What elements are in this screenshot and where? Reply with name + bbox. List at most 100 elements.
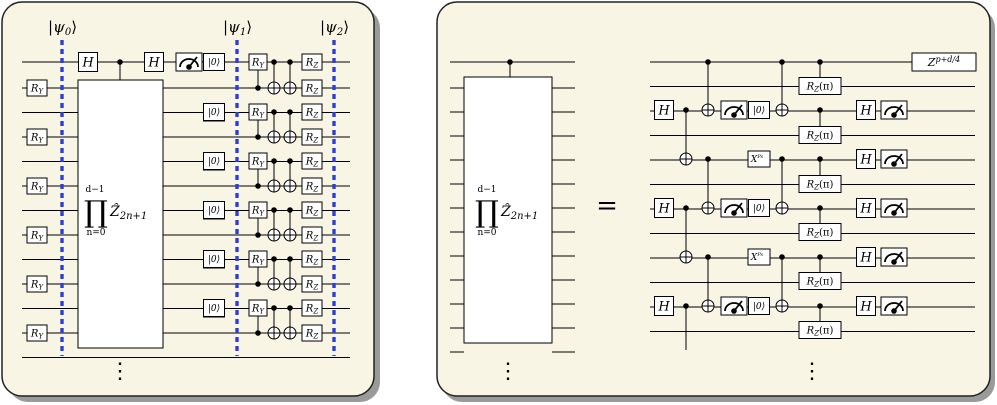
state-psi1-label: |ψ1⟩ <box>223 18 252 38</box>
z-power-label: Zp+d/4 <box>927 55 960 69</box>
rz-pi-gate <box>798 77 842 95</box>
control-dot <box>255 281 261 287</box>
ry-gate-label: RY <box>30 84 45 96</box>
state-psi2-label: |ψ2⟩ <box>320 18 349 38</box>
rz-gate-label: RZ <box>305 157 319 169</box>
h-gate <box>856 198 876 218</box>
left-product-block: d−1 ∏ n=0 Ẑ2n+1 <box>77 59 164 349</box>
prod-symbol: ∏ <box>84 195 108 230</box>
left-continuation-dots: ⋮ <box>109 359 131 384</box>
control-dot <box>731 308 737 314</box>
meter-arc <box>724 204 744 214</box>
ry-gate <box>26 275 48 293</box>
prod-bottom: n=0 <box>86 228 105 238</box>
ry-gate-label: RY <box>30 231 45 243</box>
meter-arc <box>724 302 744 312</box>
left-barriers <box>60 40 336 356</box>
control-dot <box>271 59 277 65</box>
h-gate-label: H <box>859 104 872 119</box>
xps-gate <box>747 248 771 266</box>
prod-symbol: ∏ <box>475 195 499 230</box>
control-dot <box>271 305 277 311</box>
rz-gate-label: RZ <box>305 182 319 194</box>
rz-gate-label: RZ <box>305 255 319 267</box>
h-gate <box>856 149 876 169</box>
reset-gate <box>748 101 770 119</box>
rz-gate <box>301 201 323 219</box>
right-product-block: d−1 ∏ n=0 Ẑ2n+1 <box>463 59 553 344</box>
reset-gate-label: |0⟩ <box>208 58 220 68</box>
xps-label: XPs <box>750 154 764 165</box>
meter-arc <box>884 106 904 116</box>
reset-gate <box>748 199 770 217</box>
reset-gate <box>748 297 770 315</box>
meter-arc <box>884 302 904 312</box>
rz-gate-label: RZ <box>305 304 319 316</box>
h-gate-label: H <box>81 56 94 71</box>
control-dot <box>817 107 823 113</box>
meter-arc <box>724 106 744 116</box>
rz-gate <box>301 324 323 342</box>
control-dot <box>255 232 261 238</box>
right-product-dots: ⋮ <box>497 359 519 384</box>
control-dot <box>186 64 192 70</box>
ry-gate <box>26 79 48 97</box>
ry-gate-label: RY <box>251 206 266 218</box>
control-dot <box>255 183 261 189</box>
rz-gate <box>301 53 323 71</box>
prod-subscript: 2n+1 <box>510 211 539 222</box>
prod-top: d−1 <box>85 185 104 195</box>
rz-pi-gate <box>798 126 842 144</box>
meter-arc <box>884 253 904 263</box>
rz-gate-label: RZ <box>305 280 319 292</box>
reset-gate-label: |0⟩ <box>208 304 220 314</box>
reset-gate <box>203 201 225 219</box>
h-gate <box>856 247 876 267</box>
left-circuit: d−1 ∏ n=0 Ẑ2n+1 HH|0⟩RYRYRYRYRYRY|0⟩|0⟩|… <box>22 18 350 384</box>
rz-gate-label: RZ <box>305 231 319 243</box>
reset-gate <box>203 299 225 317</box>
ry-gate-label: RY <box>30 329 45 341</box>
ry-gate-label: RY <box>251 304 266 316</box>
control-dot <box>255 134 261 140</box>
control-dot <box>255 330 261 336</box>
reset-gate-label: |0⟩ <box>753 204 765 214</box>
reset-gate <box>203 103 225 121</box>
prod-bottom: n=0 <box>477 228 496 238</box>
xps-label: XPs <box>750 252 764 263</box>
right-continuation-dots: ⋮ <box>801 359 823 384</box>
rz-gate-label: RZ <box>305 329 319 341</box>
control-dot <box>271 109 277 115</box>
control-dot <box>817 205 823 211</box>
reset-gate-label: |0⟩ <box>753 302 765 312</box>
rz-gate <box>301 299 323 317</box>
rz-gate <box>301 103 323 121</box>
state-psi0-label: |ψ0⟩ <box>48 18 77 38</box>
z-power-gate <box>911 52 977 72</box>
meter-arc <box>884 204 904 214</box>
ry-gate <box>26 128 48 146</box>
rz-gate-label: RZ <box>305 84 319 96</box>
rz-pi-gate <box>798 223 842 241</box>
h-gate-label: H <box>147 56 160 71</box>
reset-gate <box>203 53 225 71</box>
control-dot <box>817 156 823 162</box>
meter-arc <box>179 58 199 68</box>
h-gate <box>654 296 674 316</box>
h-gate-label: H <box>657 202 670 217</box>
ry-gate <box>26 226 48 244</box>
prod-operator: Ẑ2n+1 <box>500 202 538 222</box>
rz-gate <box>301 128 323 146</box>
rz-pi-gate-label: RZ(π) <box>806 326 834 338</box>
h-gate <box>856 296 876 316</box>
left-gates: HH|0⟩RYRYRYRYRYRY|0⟩|0⟩|0⟩|0⟩|0⟩RYRYRYRY… <box>26 52 323 342</box>
h-gate-label: H <box>657 300 670 315</box>
control-dot <box>891 112 897 118</box>
control-dot <box>731 112 737 118</box>
reset-gate <box>203 250 225 268</box>
h-gate <box>654 198 674 218</box>
h-gate-label: H <box>657 104 670 119</box>
ry-gate-label: RY <box>30 182 45 194</box>
ry-gate <box>26 324 48 342</box>
